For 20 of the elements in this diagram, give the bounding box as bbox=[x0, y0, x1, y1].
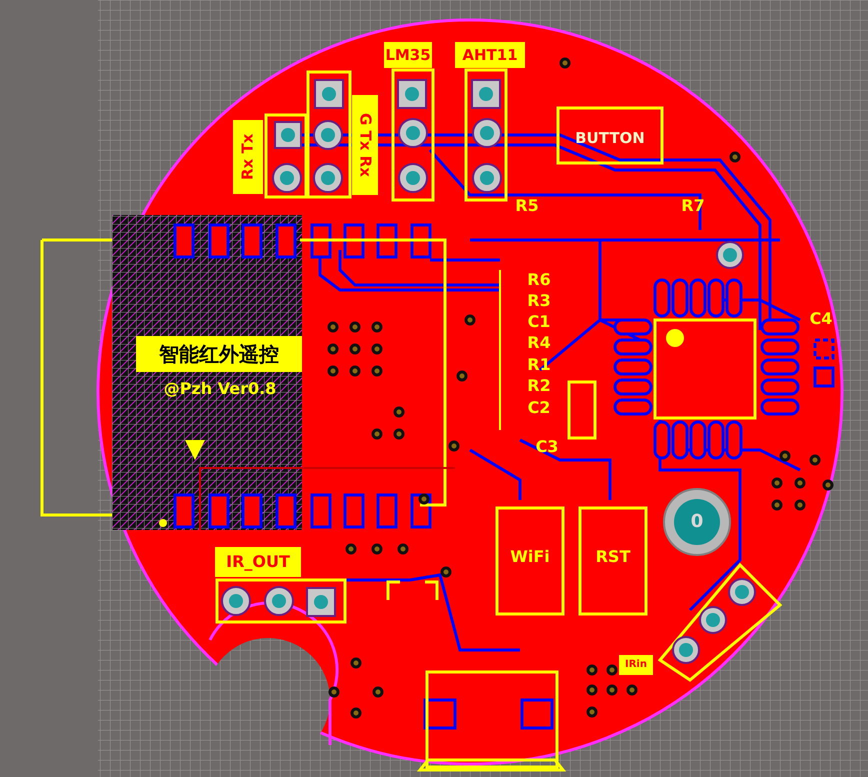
part-label: BUTTON bbox=[574, 128, 646, 148]
designator-label: R6 bbox=[526, 270, 552, 290]
designator-label: R3 bbox=[526, 291, 552, 311]
designator-label: C1 bbox=[526, 312, 552, 332]
pin-label: G Tx Rx bbox=[352, 95, 378, 195]
connector-label: IR_OUT bbox=[215, 547, 301, 577]
button-label: RST bbox=[594, 546, 632, 568]
title-label: 智能红外遥控 bbox=[136, 336, 302, 372]
designator-label: C3 bbox=[534, 437, 560, 457]
designator-label: C2 bbox=[526, 398, 552, 418]
pin-label: Rx Tx bbox=[233, 120, 263, 194]
hole-label: 0 bbox=[690, 510, 704, 534]
designator-label: R5 bbox=[514, 196, 540, 216]
button-label: WiFi bbox=[509, 546, 551, 568]
designator-label: R2 bbox=[526, 376, 552, 396]
sensor-label: IRin bbox=[619, 655, 653, 675]
part-label: AHT11 bbox=[455, 42, 525, 68]
designator-label: R4 bbox=[526, 333, 552, 353]
part-label: LM35 bbox=[384, 42, 432, 68]
designator-label: C4 bbox=[808, 309, 834, 329]
